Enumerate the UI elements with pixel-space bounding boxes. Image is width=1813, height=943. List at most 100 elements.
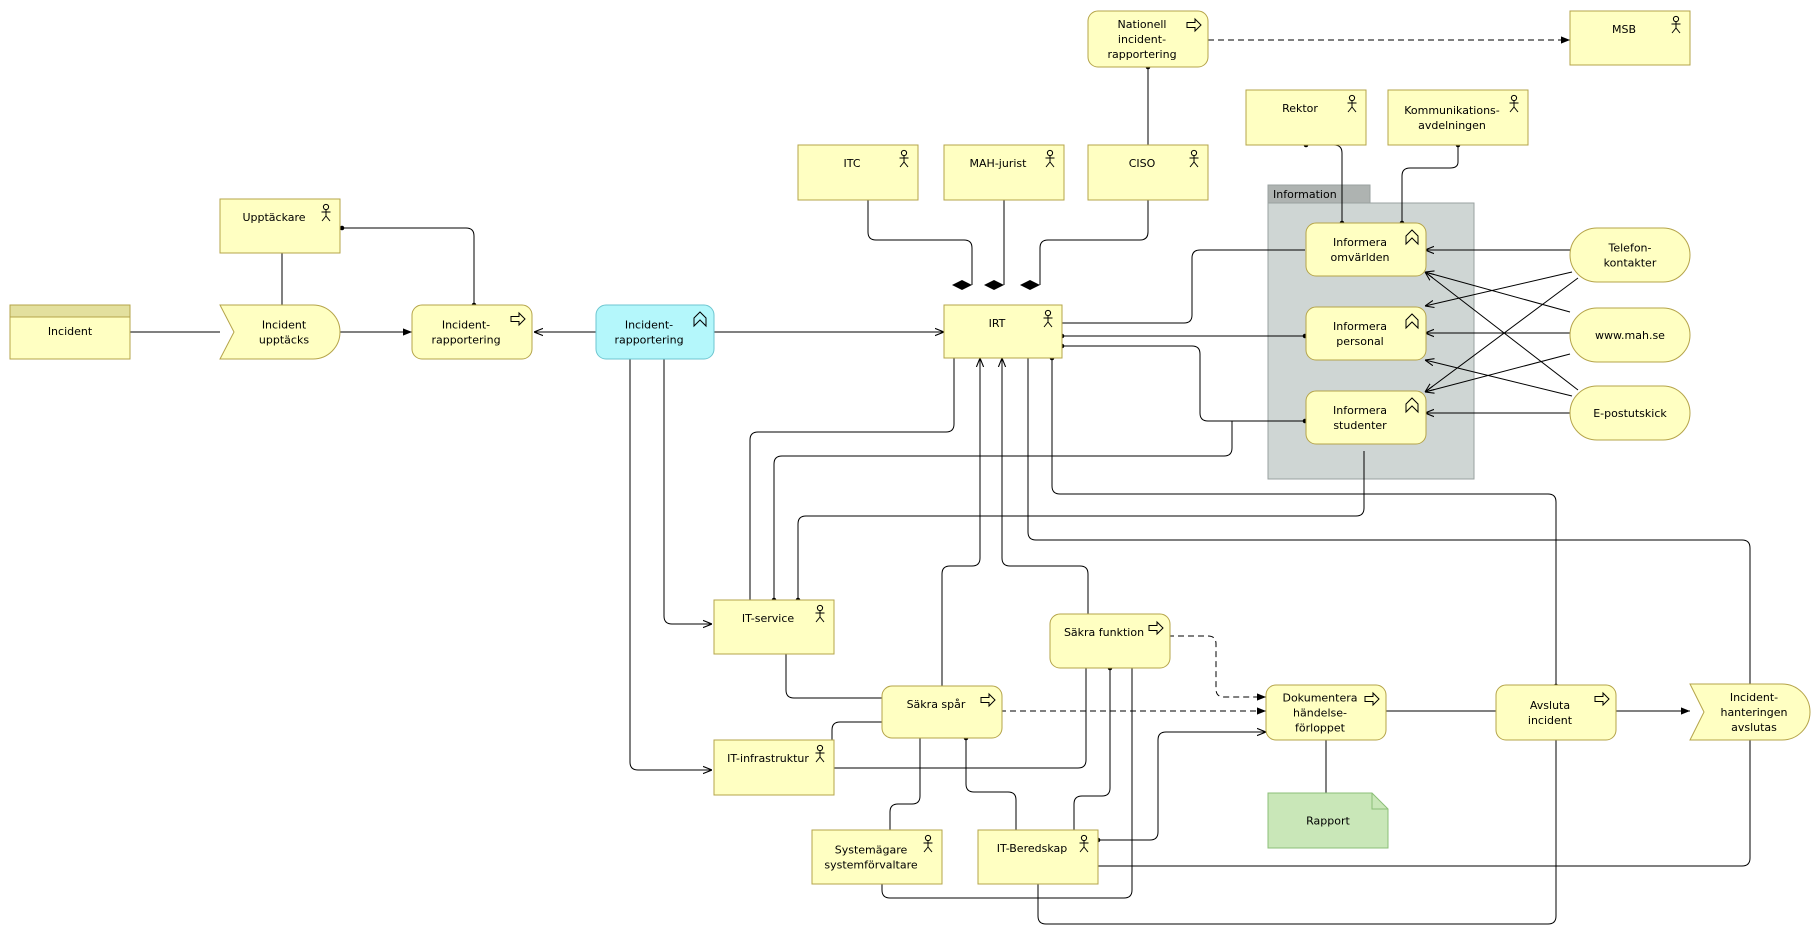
it-service-shape xyxy=(713,599,835,655)
upptackare-label: Upptäckare xyxy=(242,211,305,224)
information-group-label: Information xyxy=(1273,188,1337,201)
irt-shape xyxy=(943,304,1063,359)
it-service-node[interactable]: IT-service xyxy=(713,599,835,655)
sakra-funktion-label: Säkra funktion xyxy=(1064,626,1144,639)
connection-service-itinfra xyxy=(629,358,712,770)
upptacks-shape xyxy=(219,304,341,360)
connection-sakrafunktion-dokumentera xyxy=(1168,635,1266,701)
incident-node[interactable]: Incident xyxy=(9,304,131,360)
irt-node[interactable]: IRT xyxy=(943,304,1063,359)
sakra-funktion-shape xyxy=(1049,613,1171,669)
telefon-label: Telefon-kontakter xyxy=(1604,242,1657,270)
www-shape xyxy=(1569,307,1691,363)
connection-itc-irt xyxy=(867,200,973,290)
itc-shape xyxy=(797,144,919,201)
connection-www-omvarlden xyxy=(1425,272,1571,313)
connection-telefon-personal xyxy=(1425,271,1573,306)
upptackare-node[interactable]: Upptäckare xyxy=(219,198,341,254)
it-beredskap-label: IT-Beredskap xyxy=(997,842,1068,855)
dokumentera-shape xyxy=(1265,684,1387,741)
connection-sakrafunktion-systemagare xyxy=(881,668,1133,899)
msb-node[interactable]: MSB xyxy=(1569,10,1691,66)
incident-label: Incident xyxy=(48,325,93,338)
it-infra-node[interactable]: IT-infrastruktur xyxy=(713,739,835,796)
it-service-label: IT-service xyxy=(742,612,795,625)
connection-irt-omvarlden xyxy=(1062,249,1305,324)
rapport-node[interactable]: Rapport xyxy=(1267,792,1389,849)
connection-sakraspar-beredskap xyxy=(963,735,1019,835)
connection-itinfra-sakraspar xyxy=(831,721,882,744)
upptackare-shape xyxy=(219,198,341,254)
telefon-node[interactable]: Telefon-kontakter xyxy=(1569,227,1691,283)
event-header xyxy=(9,304,131,318)
rapportering-proc-shape xyxy=(411,304,533,360)
sakra-spar-label: Säkra spår xyxy=(907,698,966,711)
connection-upptackare-rapportering xyxy=(339,225,477,308)
mah-jurist-shape xyxy=(943,144,1065,201)
www-node[interactable]: www.mah.se xyxy=(1569,307,1691,363)
msb-shape xyxy=(1569,10,1691,66)
rektor-shape xyxy=(1245,89,1367,146)
it-beredskap-node[interactable]: IT-Beredskap xyxy=(977,829,1099,885)
connections xyxy=(130,36,1751,925)
rapportering-proc-node[interactable]: Incident-rapportering xyxy=(411,304,533,360)
folded-corner xyxy=(1371,793,1388,810)
connection-beredskap-dokumentera xyxy=(1098,732,1266,840)
ciso-label: CISO xyxy=(1129,157,1156,170)
connection-sakrafunktion-irt xyxy=(1002,358,1089,620)
connection-irt-avsluta xyxy=(1049,355,1559,689)
kommunikation-node[interactable]: Kommunikations-avdelningen xyxy=(1387,89,1529,146)
connection-kommunikation-omvarlden xyxy=(1399,142,1461,226)
mah-jurist-node[interactable]: MAH-jurist xyxy=(943,144,1065,201)
avslutas-shape xyxy=(1689,683,1811,741)
connection-sakraspar-irt xyxy=(941,358,980,686)
avsluta-shape xyxy=(1495,684,1617,741)
rapportering-svc-node[interactable]: Incident-rapportering xyxy=(595,304,715,360)
sakra-spar-node[interactable]: Säkra spår xyxy=(881,685,1003,739)
inf-personal-shape xyxy=(1305,306,1427,361)
rektor-node[interactable]: Rektor xyxy=(1245,89,1367,146)
www-label: www.mah.se xyxy=(1595,329,1665,342)
connection-irt-avslutas xyxy=(1027,358,1751,867)
rapport-shape xyxy=(1267,792,1389,849)
connection-itservice-sakraspar xyxy=(785,654,882,699)
itc-node[interactable]: ITC xyxy=(797,144,919,201)
mah-jurist-label: MAH-jurist xyxy=(970,157,1028,170)
ciso-shape xyxy=(1087,144,1209,201)
connection-ciso-irt xyxy=(1020,200,1149,290)
rapportering-proc-label: Incident-rapportering xyxy=(431,319,500,347)
inf-omvarlden-shape xyxy=(1305,222,1427,277)
nationell-shape xyxy=(1087,10,1209,68)
it-beredskap-shape xyxy=(977,829,1099,885)
kommunikation-shape xyxy=(1387,89,1529,146)
sakra-funktion-node[interactable]: Säkra funktion xyxy=(1049,613,1171,669)
rapport-label: Rapport xyxy=(1306,815,1350,828)
inf-studenter-shape xyxy=(1305,390,1427,445)
ciso-node[interactable]: CISO xyxy=(1087,144,1209,201)
irt-label: IRT xyxy=(989,317,1006,330)
epost-label: E-postutskick xyxy=(1593,407,1667,420)
connection-itservice-irt xyxy=(749,358,955,600)
rapportering-svc-label: Incident-rapportering xyxy=(614,319,683,347)
epost-node[interactable]: E-postutskick xyxy=(1569,385,1691,441)
connection-itservice-studenter xyxy=(771,421,1233,603)
epost-shape xyxy=(1569,385,1691,441)
systemagare-shape xyxy=(811,829,943,885)
msb-label: MSB xyxy=(1612,23,1636,36)
rapportering-svc-shape xyxy=(595,304,715,360)
